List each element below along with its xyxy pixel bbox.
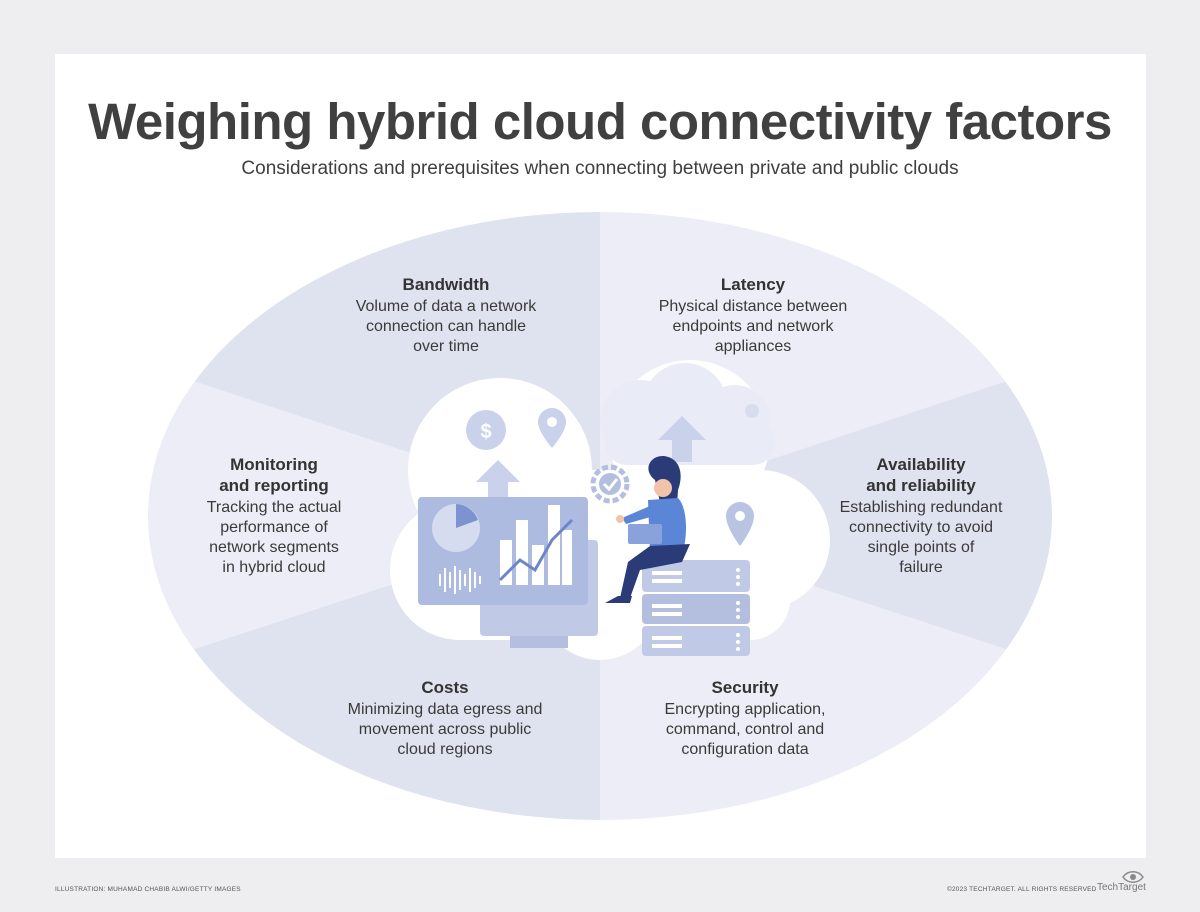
- factor-bandwidth: Bandwidth Volume of data a network conne…: [316, 274, 576, 357]
- factor-heading: Availability and reliability: [866, 455, 976, 495]
- segment-availability: [600, 350, 1052, 680]
- cloud-illustration: $: [390, 360, 830, 660]
- factor-latency: Latency Physical distance between endpoi…: [623, 274, 883, 357]
- illustration-credit: ILLUSTRATION: MUHAMAD CHABIB ALWI/GETTY …: [55, 886, 241, 893]
- factor-heading: Monitoring and reporting: [219, 455, 329, 495]
- copyright-notice: ©2023 TECHTARGET. ALL RIGHTS RESERVED: [947, 886, 1097, 893]
- factor-heading: Costs: [421, 678, 469, 697]
- page-subtitle: Considerations and prerequisites when co…: [241, 158, 959, 179]
- location-pin-icon: [538, 408, 566, 448]
- factor-description: Tracking the actual performance of netwo…: [206, 499, 342, 576]
- factor-availability: Availability and reliability Establishin…: [806, 454, 1036, 578]
- dollar-icon: $: [480, 421, 491, 443]
- factor-heading: Latency: [720, 275, 786, 294]
- factor-description: Encrypting application, command, control…: [664, 701, 826, 758]
- factor-security: Security Encrypting application, command…: [615, 677, 875, 760]
- factor-heading: Security: [711, 678, 779, 697]
- background-clouds: [600, 363, 775, 465]
- factor-description: Minimizing data egress and movement acro…: [347, 701, 543, 758]
- monitor-icon: [418, 497, 598, 648]
- dollar-bubble: [466, 410, 506, 450]
- small-dot: [745, 404, 759, 418]
- segment-monitoring: [148, 350, 600, 680]
- techtarget-logo: TechTarget: [1097, 882, 1146, 893]
- factor-heading: Bandwidth: [402, 275, 490, 294]
- person-with-laptop-illustration: [605, 455, 690, 603]
- upload-arrow-icon: [476, 416, 706, 500]
- server-stack-icon: [642, 560, 750, 656]
- factor-description: Volume of data a network connection can …: [355, 298, 537, 355]
- factor-costs: Costs Minimizing data egress and movemen…: [315, 677, 575, 760]
- factor-description: Establishing redundant connectivity to a…: [839, 499, 1003, 576]
- location-pin-icon-right: [726, 502, 754, 546]
- check-gear-icon: [590, 464, 630, 504]
- factor-monitoring: Monitoring and reporting Tracking the ac…: [164, 454, 384, 578]
- page-title: Weighing hybrid cloud connectivity facto…: [88, 93, 1112, 150]
- factor-description: Physical distance between endpoints and …: [658, 298, 848, 355]
- techtarget-eye-icon: [1122, 871, 1144, 883]
